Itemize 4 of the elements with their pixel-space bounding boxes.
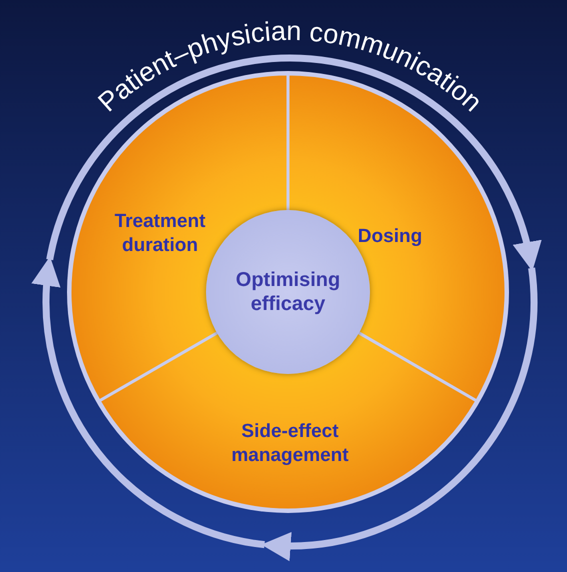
segment-label: Optimising efficacy (234, 268, 342, 316)
segment-label: Treatment duration (114, 210, 206, 258)
segment-label: Side-effect management (230, 420, 350, 468)
segment-label: Dosing (356, 225, 424, 249)
